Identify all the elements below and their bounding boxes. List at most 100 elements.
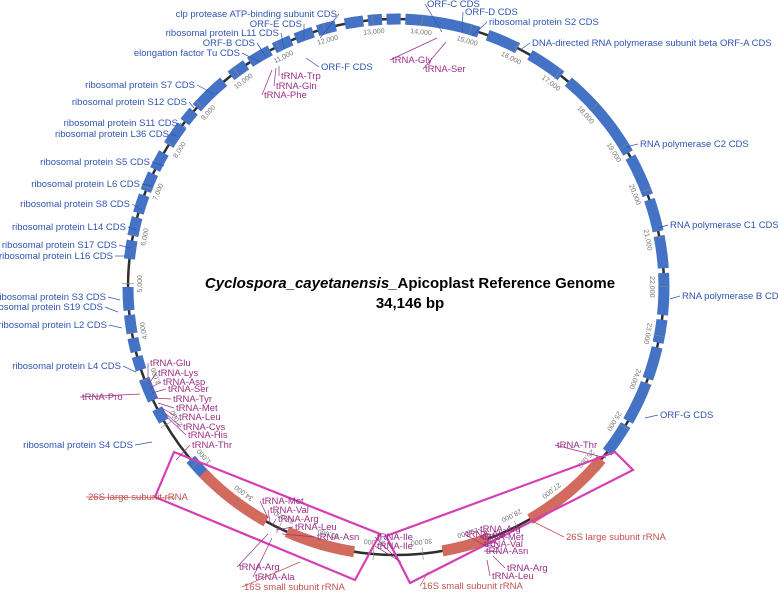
label-leader [179, 122, 187, 129]
cds-segment [657, 272, 670, 316]
label-leader [236, 533, 269, 568]
cds-segment [164, 122, 187, 148]
feature-label-cds: ORF-B CDS [203, 38, 255, 49]
label-leader [419, 571, 429, 587]
cds-segment [192, 77, 228, 112]
label-leader [252, 537, 273, 578]
label-leader [463, 533, 491, 549]
tick-label: 22,000 [648, 276, 655, 298]
label-leader [280, 32, 285, 49]
label-leader [141, 183, 153, 187]
feature-label-cds: RNA polymerase C1 CDS [670, 220, 778, 231]
label-leader [196, 84, 215, 95]
cds-segment [139, 376, 159, 403]
label-leader [127, 226, 137, 231]
feature-label-cds: ribosomal protein S3 CDS [0, 292, 106, 303]
feature-label-trna: tRNA-Gln [276, 81, 317, 92]
tick-label: 13,000 [363, 28, 385, 37]
cds-segment [152, 406, 169, 424]
feature-label-cds: ORF-E CDS [250, 19, 302, 30]
tick-line [372, 548, 375, 561]
label-leader [157, 402, 175, 409]
tick-line [232, 66, 241, 77]
cds-segment [180, 107, 198, 126]
tick-line [469, 538, 473, 551]
label-leader [256, 42, 267, 58]
feature-label-trna: tRNA-Arg [480, 524, 521, 535]
title-rest: Apicoplast Reference Genome [398, 275, 616, 292]
feature-label-trna: tRNA-His [188, 430, 228, 441]
label-leader [241, 561, 301, 588]
label-leader [492, 555, 506, 569]
label-leader [481, 543, 500, 549]
label-leader [271, 518, 277, 527]
tick-label: 6,000 [140, 228, 150, 247]
feature-label-trna: tRNA-Leu [179, 412, 221, 423]
feature-label-cds: ORF-D CDS [465, 7, 518, 18]
label-leader [259, 500, 269, 519]
tick-label: 16,000 [500, 51, 522, 67]
tick-label: 11,000 [273, 50, 295, 65]
cds-segment [644, 197, 664, 233]
cds-segment [527, 50, 565, 81]
feature-label-trna: tRNA-Ile [377, 532, 413, 543]
cds-segment [131, 354, 147, 372]
label-leader [261, 69, 273, 96]
feature-label-cds: ribosomal protein L11 CDS [166, 28, 279, 39]
cds-segment [124, 314, 138, 335]
label-leader [188, 101, 195, 109]
feature-label-cds: ribosomal protein L4 CDS [12, 361, 121, 372]
cds-segment [133, 193, 150, 215]
label-leader [79, 393, 141, 398]
tick-line [590, 462, 600, 471]
label-leader [108, 324, 123, 329]
label-leader [529, 519, 565, 538]
cds-segment [122, 286, 135, 311]
feature-label-trna: tRNA-Tyr [173, 394, 212, 405]
feature-label-cds: ribosomal protein L6 CDS [31, 179, 140, 190]
tick-line [619, 423, 630, 431]
tick-label: 21,000 [642, 229, 653, 251]
label-leader [122, 365, 137, 373]
tick-label: 7,000 [152, 183, 165, 202]
feature-label-cds: ribosomal protein S17 CDS [2, 240, 117, 251]
feature-label-trna: tRNA-Gly [392, 55, 432, 66]
label-leader [104, 306, 119, 313]
cds-segment [653, 234, 669, 269]
label-leader [479, 536, 499, 545]
tick-label: 12,000 [317, 34, 340, 46]
label-leader [519, 42, 531, 51]
tick-line [322, 22, 327, 35]
feature-label-trna: tRNA-Phe [264, 90, 307, 101]
feature-label-cds: ribosomal protein S4 CDS [23, 440, 133, 451]
feature-label-cds: ribosomal protein S11 CDS [64, 118, 178, 129]
rrna-segment [199, 469, 269, 527]
label-leader [644, 414, 659, 419]
feature-label-trna: tRNA-Ala [255, 572, 295, 583]
tick-line [640, 380, 652, 386]
cds-segment [293, 26, 315, 44]
tick-label: 14,000 [410, 28, 432, 37]
cds-segment [140, 171, 159, 193]
feature-label-cds: ORF-G CDS [660, 410, 713, 421]
feature-label-cds: ribosomal protein S7 CDS [85, 80, 195, 91]
feature-label-trna: tRNA-Pro [82, 392, 123, 403]
label-leader [389, 37, 438, 61]
feature-label-cds: RNA polymerase B CDS [682, 291, 778, 302]
feature-label-trna: tRNA-Asn [317, 532, 359, 543]
tick-line [468, 23, 473, 36]
feature-label-trna: tRNA-Arg [507, 563, 548, 574]
tick-line [164, 140, 175, 148]
label-leader [422, 41, 447, 70]
cds-segment [367, 13, 383, 26]
feature-label-trna: tRNA-Val [270, 505, 309, 516]
feature-label-cds: ribosomal protein S8 CDS [20, 199, 130, 210]
feature-label-trna: tRNA-Met [176, 403, 218, 414]
tick-line [160, 421, 172, 429]
label-leader [131, 203, 143, 211]
cds-segment [625, 154, 653, 198]
label-leader [625, 143, 639, 148]
tick-line [125, 331, 138, 335]
feature-label-trna: tRNA-Met [262, 496, 304, 507]
